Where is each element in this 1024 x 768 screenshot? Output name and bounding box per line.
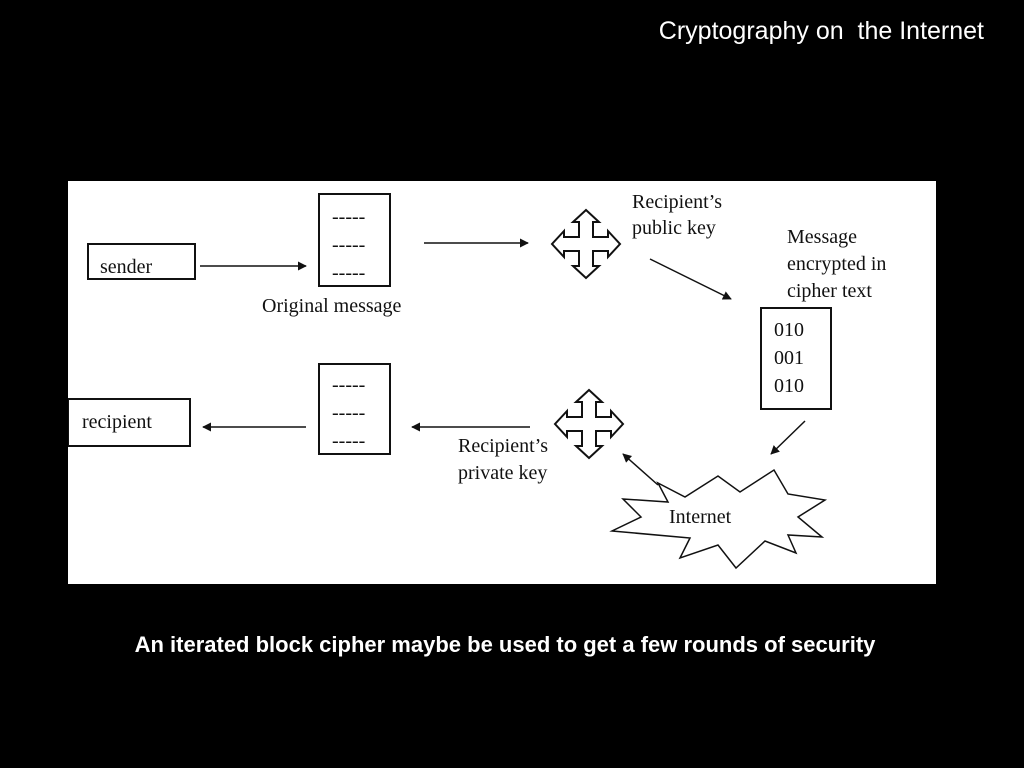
original-message-document: [318, 193, 391, 287]
private-key-icon: [553, 388, 625, 460]
encryption-diagram: sender ----- ----- ----- Original messag…: [68, 181, 936, 584]
private-key-label-line1: Recipient’s: [458, 435, 548, 457]
arrow-cipher-to-internet: [770, 420, 806, 455]
original-message-label: Original message: [262, 295, 402, 317]
slide-title: Cryptography on the Internet: [658, 17, 984, 45]
diagram-canvas: sender ----- ----- ----- Original messag…: [68, 191, 886, 570]
cipher-line-3: 010: [774, 375, 804, 397]
encrypted-label-line3: cipher text: [787, 280, 872, 302]
arrow-key-to-encrypted: [649, 258, 732, 300]
plain-line-top-2: -----: [332, 234, 365, 256]
public-key-label-line2: public key: [632, 217, 716, 239]
sender-label: sender: [100, 256, 153, 278]
recipient-label: recipient: [82, 411, 152, 433]
private-key-label-line2: private key: [458, 462, 547, 484]
plain-line-top-3: -----: [332, 262, 365, 284]
plain-line-bottom-2: -----: [332, 402, 365, 424]
cipher-line-2: 001: [774, 347, 804, 369]
public-key-label-line1: Recipient’s: [632, 191, 722, 213]
recipient-box: [68, 398, 191, 447]
internet-cloud-icon: [609, 468, 828, 570]
cipher-line-1: 010: [774, 319, 804, 341]
plain-line-bottom-1: -----: [332, 374, 365, 396]
public-key-icon: [550, 208, 622, 280]
sender-box: [87, 243, 196, 280]
plain-line-top-1: -----: [332, 206, 365, 228]
encrypted-label-line1: Message: [787, 226, 857, 248]
slide-caption: An iterated block cipher maybe be used t…: [134, 632, 876, 657]
internet-label: Internet: [669, 506, 732, 528]
arrow-internet-to-private-key: [622, 453, 659, 486]
decrypted-message-document: [318, 363, 391, 455]
encrypted-label-line2: encrypted in: [787, 253, 886, 275]
cipher-text-document: [760, 307, 832, 410]
plain-line-bottom-3: -----: [332, 430, 365, 452]
